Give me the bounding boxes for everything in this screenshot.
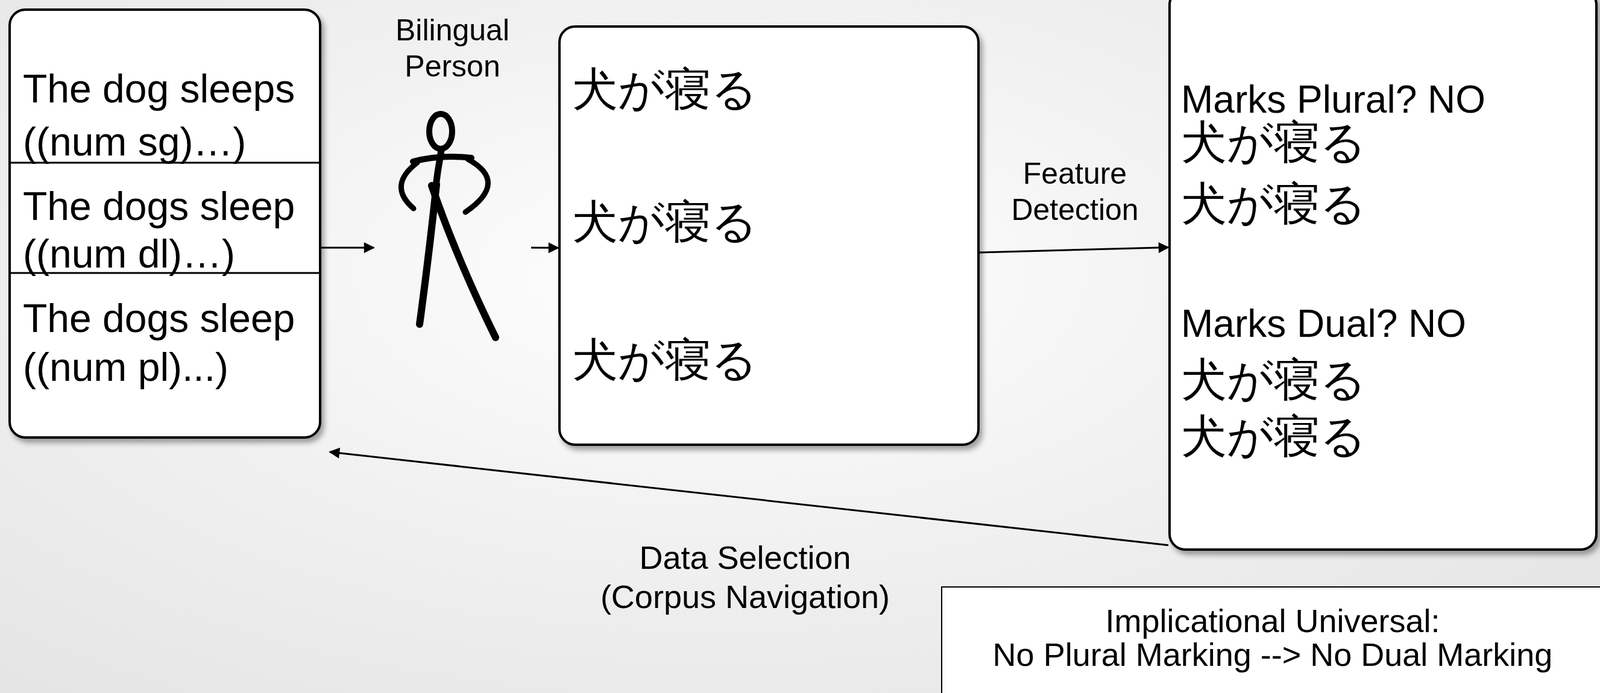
sentence-text: 犬が寝る	[1181, 352, 1367, 407]
sentence-text: Marks Plural? NO	[1181, 76, 1486, 123]
sentence-text: 犬が寝る	[1181, 408, 1367, 464]
note-box: Implicational Universal:No Plural Markin…	[941, 586, 1600, 693]
note-text: No Plural Marking --> No Dual Marking	[992, 637, 1553, 673]
sentence-text: Marks Dual? NO	[1181, 300, 1467, 348]
text-box: The dog sleeps((num sg)…)The dogs sleep(…	[8, 8, 322, 439]
connector-arrow	[321, 246, 374, 249]
sentence-text: 犬が寝る	[572, 194, 758, 249]
note-text: Implicational Universal:	[1105, 604, 1440, 639]
sentence-text: The dog sleeps	[22, 65, 295, 113]
text-box: Marks Plural? NO犬が寝る犬が寝るMarks Dual? NO犬が…	[1168, 0, 1598, 552]
person-figure: Bilingual Person	[373, 12, 532, 344]
sentence-text: ((num pl)...)	[22, 343, 229, 392]
figure-label: Bilingual Person	[384, 12, 521, 85]
edge-label: Data Selection (Corpus Navigation)	[592, 538, 899, 617]
sentence-text: The dogs sleep	[22, 294, 295, 343]
sentence-text: 犬が寝る	[572, 332, 758, 388]
sentence-text: 犬が寝る	[1181, 176, 1367, 231]
sentence-text: The dogs sleep	[22, 182, 295, 231]
sentence-text: ((num sg)…)	[22, 118, 246, 166]
connector-arrow	[531, 247, 559, 249]
edge-label: Feature Detection	[992, 155, 1159, 228]
text-box: 犬が寝る犬が寝る犬が寝る	[558, 25, 980, 447]
sentence-text: 犬が寝る	[572, 61, 758, 117]
sentence-text: 犬が寝る	[1181, 114, 1367, 170]
connector-arrow	[329, 452, 1169, 546]
sentence-text: ((num dl)…)	[22, 230, 236, 278]
connector-arrow	[979, 247, 1169, 253]
